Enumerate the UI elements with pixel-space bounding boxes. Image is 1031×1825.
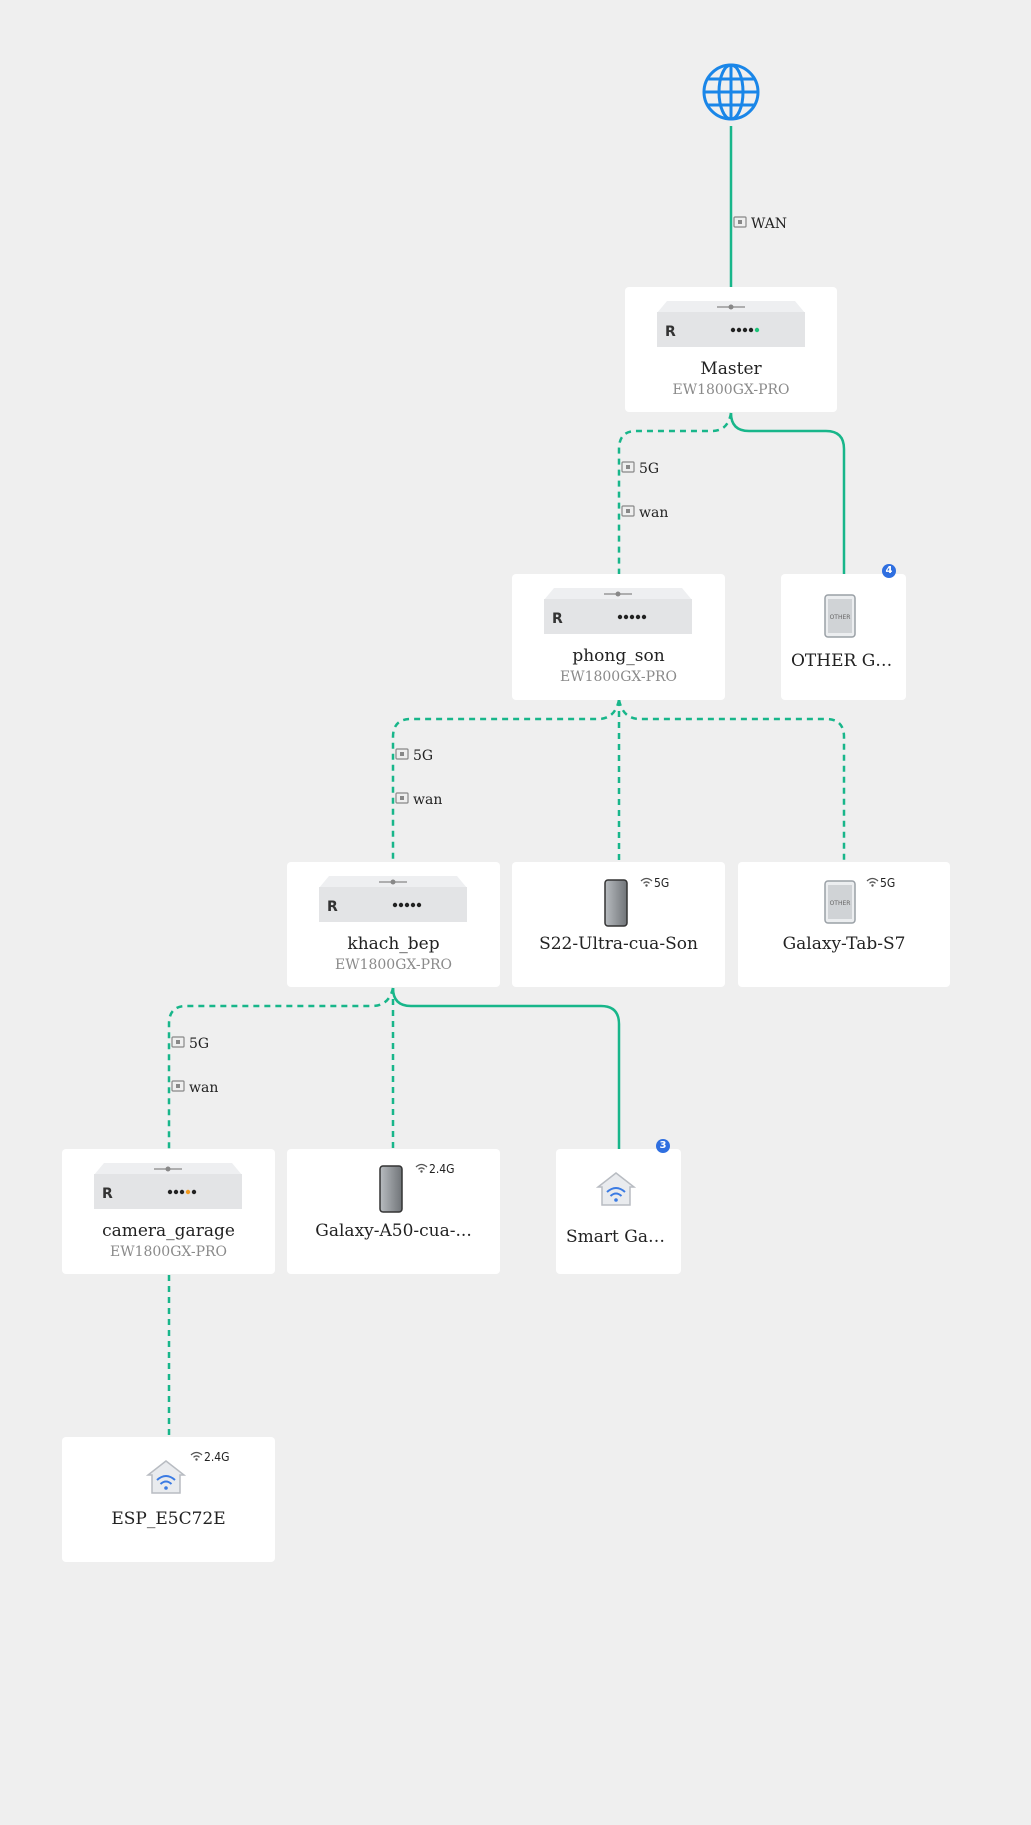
tablet-icon: OTHER [824, 594, 856, 638]
node-name: ESP_E5C72E [111, 1509, 226, 1529]
port-icon [395, 792, 409, 808]
node-phong-son[interactable]: R phong_son EW1800GX-PRO [512, 574, 725, 700]
node-name: Smart Gadgets Gr... [566, 1227, 681, 1247]
svg-text:R: R [552, 611, 563, 627]
link-khach-camera [167, 987, 395, 1150]
wifi-band: 5G [640, 876, 669, 890]
node-s22[interactable]: 5G S22-Ultra-cua-Son [512, 862, 725, 987]
node-name: Galaxy-Tab-S7 [782, 934, 906, 954]
node-camera-garage[interactable]: R camera_garage EW1800GX-PRO [62, 1149, 275, 1274]
phone-icon [604, 879, 628, 927]
wifi-band: 5G [866, 876, 895, 890]
node-model: EW1800GX-PRO [672, 382, 790, 398]
link-label-band: 5G [395, 748, 433, 764]
phone-icon [379, 1165, 403, 1213]
node-name: Master [700, 359, 762, 379]
node-name: Galaxy-A50-cua-... [315, 1221, 472, 1241]
svg-text:R: R [102, 1186, 113, 1202]
port-icon [171, 1080, 185, 1096]
node-name: khach_bep [347, 934, 440, 954]
link-label-port: wan [171, 1080, 218, 1096]
node-model: EW1800GX-PRO [559, 669, 678, 685]
port-icon [171, 1036, 185, 1052]
link-phong-khach [391, 699, 621, 862]
node-name: S22-Ultra-cua-Son [539, 934, 698, 954]
link-khach-smart [391, 987, 621, 1150]
node-name: OTHER Group [791, 651, 906, 671]
count-badge: 3 [656, 1139, 670, 1153]
node-smart-gadgets[interactable]: Smart Gadgets Gr... 3 [556, 1139, 681, 1274]
smart-home-icon [146, 1460, 186, 1494]
smart-home-icon [596, 1172, 636, 1206]
wifi-icon [866, 876, 879, 890]
node-galaxy-tab[interactable]: OTHER 5G Galaxy-Tab-S7 [738, 862, 950, 987]
node-name: phong_son [572, 646, 665, 666]
wifi-icon [190, 1450, 203, 1464]
router-icon: R [657, 301, 805, 347]
port-icon [621, 505, 635, 521]
link-label-port: wan [621, 505, 668, 521]
link-phong-tab [617, 699, 846, 862]
wifi-band: 2.4G [190, 1450, 230, 1464]
link-master-phong [617, 412, 733, 575]
count-badge: 4 [882, 564, 896, 578]
node-model: EW1800GX-PRO [334, 957, 453, 973]
node-master[interactable]: R Master EW1800GX-PRO [625, 287, 837, 412]
port-icon [733, 216, 747, 232]
router-icon: R [544, 588, 692, 634]
svg-text:R: R [665, 324, 676, 340]
router-icon: R [94, 1163, 242, 1209]
wifi-icon [415, 1162, 428, 1176]
wifi-band: 2.4G [415, 1162, 455, 1176]
port-icon [395, 748, 409, 764]
node-other-group[interactable]: OTHER OTHER Group 4 [781, 564, 906, 700]
link-label-band: 5G [171, 1036, 209, 1052]
node-name: camera_garage [102, 1221, 235, 1241]
node-model: EW1800GX-PRO [109, 1244, 228, 1260]
node-khach-bep[interactable]: R khach_bep EW1800GX-PRO [287, 862, 500, 987]
tablet-icon: OTHER [824, 880, 856, 924]
link-label-band: 5G [621, 461, 659, 477]
link-label-wan: WAN [733, 216, 787, 232]
tablet-label: OTHER [830, 614, 851, 621]
link-label-port: wan [395, 792, 442, 808]
node-esp[interactable]: 2.4G ESP_E5C72E [62, 1437, 275, 1562]
link-master-other [729, 412, 846, 575]
port-icon [621, 461, 635, 477]
wifi-icon [640, 876, 653, 890]
svg-text:R: R [327, 899, 338, 915]
tablet-label: OTHER [830, 900, 851, 907]
globe-icon [702, 63, 760, 121]
router-icon: R [319, 876, 467, 922]
node-galaxy-a50[interactable]: 2.4G Galaxy-A50-cua-... [287, 1149, 500, 1274]
